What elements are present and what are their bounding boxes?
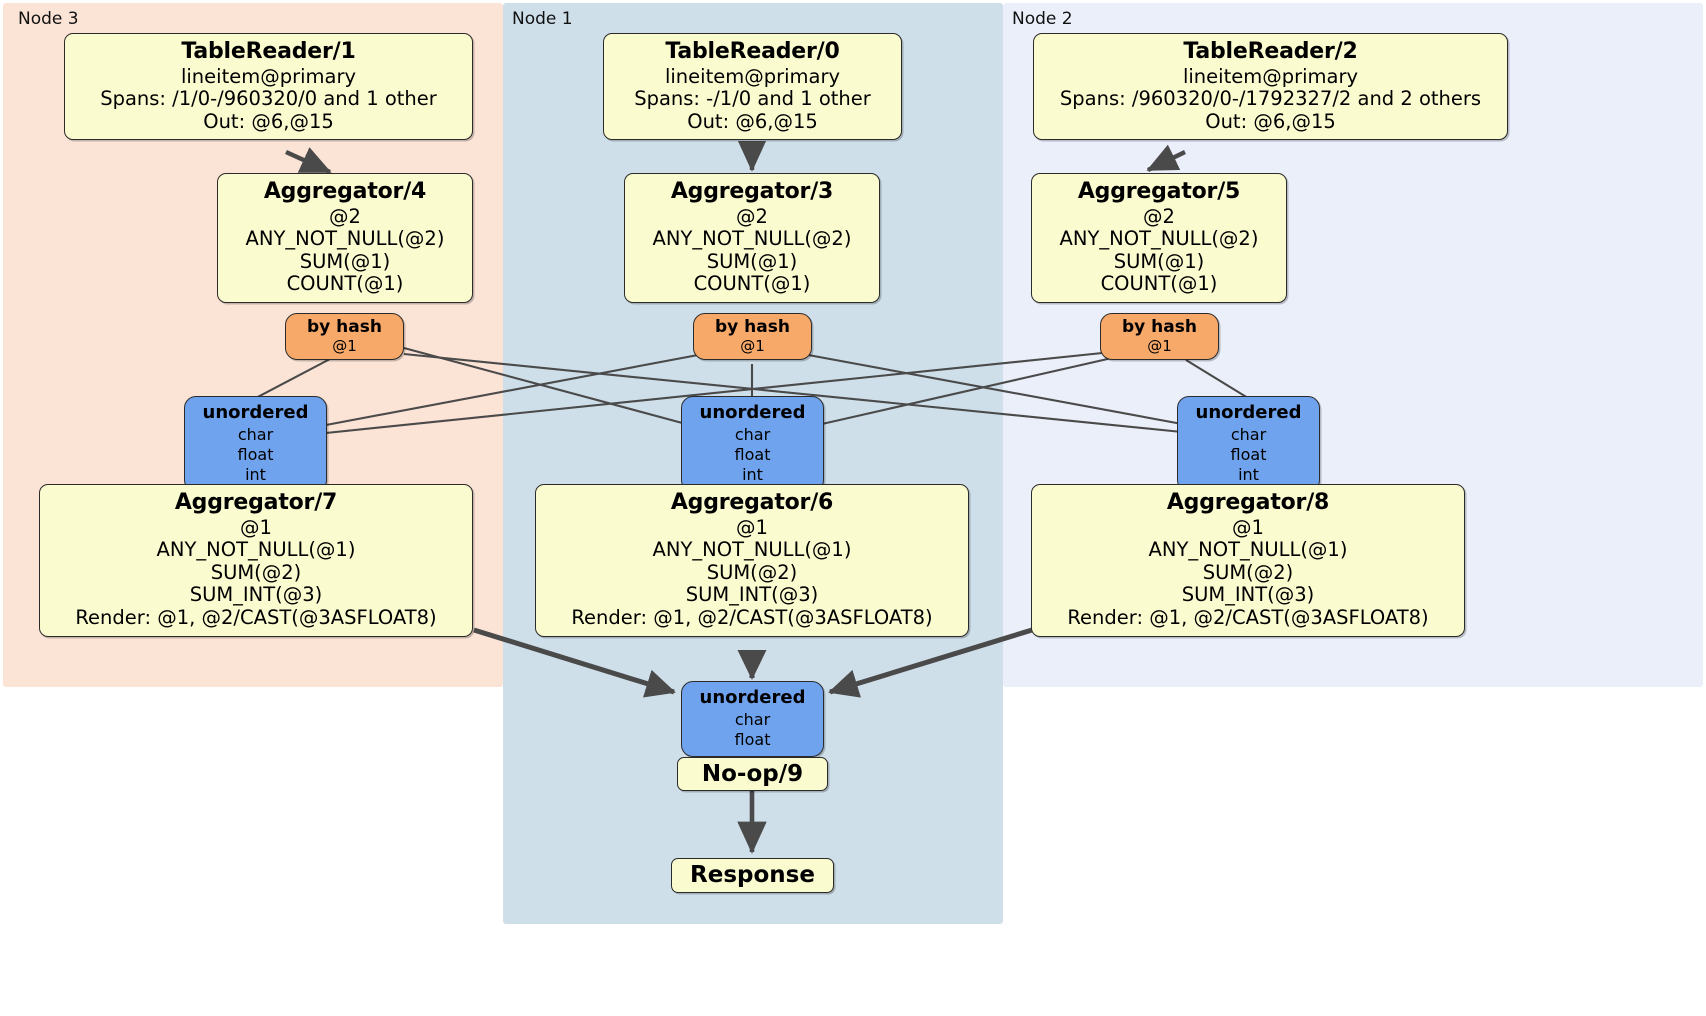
synchronizer-title: unordered	[699, 402, 806, 423]
processor-detail-agg3: SUM_INT(@3)	[1181, 583, 1315, 607]
synchronizer-type-char: char	[237, 424, 274, 444]
processor-detail-out: Out: @6,@15	[1205, 109, 1336, 133]
synchronizer-type-int: int	[1238, 465, 1259, 485]
processor-detail-agg1: ANY_NOT_NULL(@1)	[156, 538, 356, 562]
processor-title: TableReader/2	[1183, 39, 1358, 64]
processor-detail-agg3: SUM_INT(@3)	[189, 583, 323, 607]
processor-aggregator-8[interactable]: Aggregator/8 @1 ANY_NOT_NULL(@1) SUM(@2)…	[1031, 484, 1465, 637]
region-node-1-label: Node 1	[512, 9, 573, 29]
processor-detail-out: Out: @6,@15	[687, 109, 818, 133]
processor-title: Aggregator/3	[670, 179, 834, 204]
synchronizer-type-float: float	[734, 729, 771, 749]
synchronizer-type-int: int	[245, 465, 266, 485]
router-by-hash-node-3[interactable]: by hash @1	[285, 313, 404, 360]
processor-detail-agg2: SUM(@1)	[706, 249, 798, 273]
processor-title: TableReader/0	[665, 39, 840, 64]
synchronizer-unordered-node-1[interactable]: unordered char float int	[681, 396, 824, 493]
processor-aggregator-6[interactable]: Aggregator/6 @1 ANY_NOT_NULL(@1) SUM(@2)…	[535, 484, 969, 637]
processor-response[interactable]: Response	[671, 858, 834, 893]
processor-detail-agg3: COUNT(@1)	[1100, 272, 1218, 296]
synchronizer-title: unordered	[202, 402, 309, 423]
processor-detail-agg3: COUNT(@1)	[693, 272, 811, 296]
synchronizer-type-char: char	[1230, 424, 1267, 444]
processor-title: Aggregator/5	[1077, 179, 1241, 204]
processor-detail-agg2: SUM(@1)	[299, 249, 391, 273]
synchronizer-type-char: char	[734, 709, 771, 729]
processor-detail-agg2: SUM(@2)	[1202, 560, 1294, 584]
processor-aggregator-3[interactable]: Aggregator/3 @2 ANY_NOT_NULL(@2) SUM(@1)…	[624, 173, 880, 303]
processor-detail-agg1: ANY_NOT_NULL(@1)	[652, 538, 852, 562]
processor-detail-render: Render: @1, @2/CAST(@3ASFLOAT8)	[75, 605, 437, 629]
synchronizer-title: unordered	[699, 687, 806, 708]
processor-aggregator-4[interactable]: Aggregator/4 @2 ANY_NOT_NULL(@2) SUM(@1)…	[217, 173, 473, 303]
processor-table-reader-2[interactable]: TableReader/2 lineitem@primary Spans: /9…	[1033, 33, 1508, 141]
processor-detail-groupcol: @2	[736, 204, 768, 228]
processor-detail-table: lineitem@primary	[1182, 64, 1359, 88]
processor-detail-spans: Spans: /1/0-/960320/0 and 1 other	[100, 87, 437, 111]
processor-title: Aggregator/6	[670, 490, 834, 515]
processor-title: Aggregator/8	[1166, 490, 1330, 515]
router-detail-column: @1	[332, 336, 357, 355]
synchronizer-title: unordered	[1195, 402, 1302, 423]
processor-table-reader-1[interactable]: TableReader/1 lineitem@primary Spans: /1…	[64, 33, 473, 141]
synchronizer-unordered-node-3[interactable]: unordered char float int	[184, 396, 327, 493]
synchronizer-unordered-final[interactable]: unordered char float	[681, 681, 824, 758]
router-detail-column: @1	[740, 336, 765, 355]
router-detail-column: @1	[1147, 336, 1172, 355]
processor-title: Response	[690, 862, 815, 889]
processor-detail-spans: Spans: /960320/0-/1792327/2 and 2 others	[1059, 87, 1482, 111]
processor-table-reader-0[interactable]: TableReader/0 lineitem@primary Spans: -/…	[603, 33, 902, 141]
region-node-3-label: Node 3	[18, 9, 79, 29]
processor-aggregator-7[interactable]: Aggregator/7 @1 ANY_NOT_NULL(@1) SUM(@2)…	[39, 484, 473, 637]
synchronizer-type-float: float	[237, 444, 274, 464]
processor-detail-agg1: ANY_NOT_NULL(@2)	[1059, 227, 1259, 251]
processor-aggregator-5[interactable]: Aggregator/5 @2 ANY_NOT_NULL(@2) SUM(@1)…	[1031, 173, 1287, 303]
synchronizer-type-char: char	[734, 424, 771, 444]
synchronizer-type-float: float	[734, 444, 771, 464]
processor-detail-out: Out: @6,@15	[203, 109, 334, 133]
synchronizer-type-int: int	[742, 465, 763, 485]
processor-detail-agg3: COUNT(@1)	[286, 272, 404, 296]
processor-detail-spans: Spans: -/1/0 and 1 other	[634, 87, 871, 111]
processor-detail-groupcol: @2	[329, 204, 361, 228]
processor-detail-table: lineitem@primary	[664, 64, 841, 88]
processor-title: Aggregator/7	[174, 490, 338, 515]
router-title: by hash	[1122, 317, 1197, 337]
processor-detail-groupcol: @1	[240, 515, 272, 539]
processor-detail-agg1: ANY_NOT_NULL(@1)	[1148, 538, 1348, 562]
processor-detail-groupcol: @1	[736, 515, 768, 539]
processor-detail-agg1: ANY_NOT_NULL(@2)	[652, 227, 852, 251]
processor-title: TableReader/1	[181, 39, 356, 64]
processor-detail-table: lineitem@primary	[180, 64, 357, 88]
processor-detail-agg1: ANY_NOT_NULL(@2)	[245, 227, 445, 251]
router-by-hash-node-2[interactable]: by hash @1	[1100, 313, 1219, 360]
processor-detail-agg2: SUM(@2)	[210, 560, 302, 584]
router-title: by hash	[307, 317, 382, 337]
synchronizer-type-float: float	[1230, 444, 1267, 464]
router-title: by hash	[715, 317, 790, 337]
processor-detail-groupcol: @2	[1143, 204, 1175, 228]
processor-detail-agg3: SUM_INT(@3)	[685, 583, 819, 607]
region-node-2-label: Node 2	[1012, 9, 1073, 29]
processor-no-op-9[interactable]: No-op/9	[677, 757, 828, 791]
processor-detail-render: Render: @1, @2/CAST(@3ASFLOAT8)	[1067, 605, 1429, 629]
processor-detail-groupcol: @1	[1232, 515, 1264, 539]
synchronizer-unordered-node-2[interactable]: unordered char float int	[1177, 396, 1320, 493]
router-by-hash-node-1[interactable]: by hash @1	[693, 313, 812, 360]
processor-detail-render: Render: @1, @2/CAST(@3ASFLOAT8)	[571, 605, 933, 629]
processor-detail-agg2: SUM(@1)	[1113, 249, 1205, 273]
processor-title: No-op/9	[701, 760, 804, 787]
processor-detail-agg2: SUM(@2)	[706, 560, 798, 584]
processor-title: Aggregator/4	[263, 179, 427, 204]
